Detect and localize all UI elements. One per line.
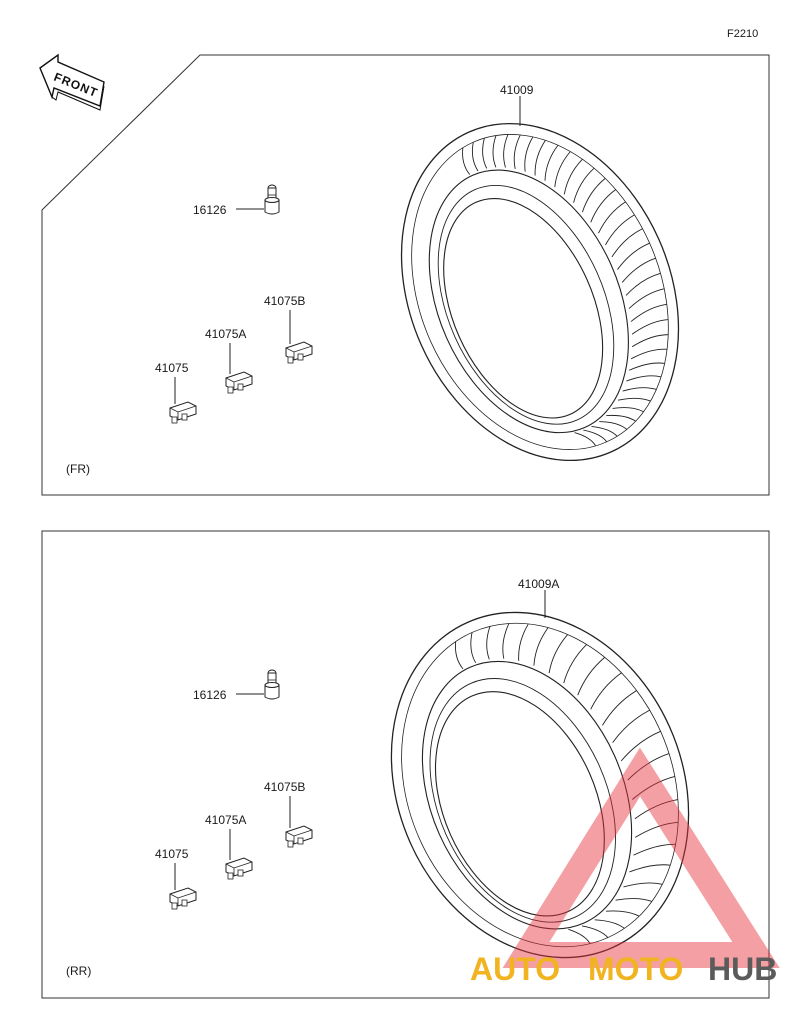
watermark-auto: AUTO — [470, 951, 560, 987]
panel-front: (FR) 41009 16126 41075B 41075A 41075 — [41, 54, 770, 496]
tread-groove — [583, 429, 608, 443]
tread-groove — [482, 137, 488, 169]
tread-groove — [605, 214, 635, 246]
front-weight — [169, 401, 197, 424]
tread-groove — [590, 189, 617, 223]
tread-groove — [492, 135, 497, 168]
front-valve — [264, 184, 280, 215]
section-label-rear: (RR) — [66, 964, 91, 978]
part-label-41075b: 41075B — [264, 294, 305, 308]
part-label-16126-rear: 16126 — [193, 688, 227, 702]
tread-groove — [454, 641, 464, 670]
part-label-41009: 41009 — [500, 83, 534, 97]
tread-groove — [617, 242, 650, 270]
rear-weight-b — [285, 825, 313, 848]
tread-groove — [568, 928, 591, 944]
part-label-41075: 41075 — [155, 361, 189, 375]
tread-groove — [598, 201, 626, 234]
tread-groove — [524, 136, 534, 172]
tread-groove — [544, 144, 559, 181]
tread-groove — [606, 414, 636, 422]
part-label-41075a: 41075A — [205, 327, 246, 341]
watermark-text: AUTO MOTO HUB — [470, 951, 777, 987]
front-arrow-icon: FRONT — [39, 53, 105, 111]
tread-groove — [591, 426, 618, 437]
rear-tire — [390, 611, 690, 959]
tread-groove — [629, 362, 665, 371]
tread-groove — [611, 228, 643, 258]
part-label-41009a: 41009A — [518, 577, 559, 591]
tread-groove — [605, 910, 640, 917]
rear-weight-a — [225, 857, 253, 880]
tread-groove — [590, 672, 622, 710]
tread-groove — [615, 898, 653, 902]
tread-groove — [630, 303, 667, 322]
watermark-triangle-icon — [502, 747, 780, 968]
panel-rear: (RR) 41009A 16126 41075B 41075A 41075 — [41, 530, 770, 999]
tread-groove — [503, 134, 509, 168]
tread-groove — [533, 627, 549, 666]
tread-groove — [626, 375, 662, 382]
tread-groove — [612, 709, 650, 743]
tread-groove — [502, 623, 510, 659]
tread-groove — [632, 775, 675, 800]
tread-groove — [620, 730, 661, 762]
part-label-16126: 16126 — [193, 203, 227, 217]
tread-groove — [574, 432, 596, 447]
tread-groove — [631, 334, 669, 348]
part-label-41075a-rear: 41075A — [205, 813, 246, 827]
part-label-41075-rear: 41075 — [155, 847, 189, 861]
watermark-logo — [502, 747, 780, 968]
rear-weight — [169, 887, 197, 910]
tread-groove — [628, 288, 665, 309]
tread-groove — [630, 348, 668, 360]
tread-groove — [471, 142, 479, 172]
tread-groove — [518, 623, 529, 661]
front-weight-b — [285, 341, 313, 364]
front-tire — [400, 122, 680, 462]
tread-groove — [563, 644, 587, 684]
tread-groove — [577, 657, 605, 696]
rear-valve — [264, 669, 280, 700]
tread-groove — [635, 821, 679, 838]
part-label-41075b-rear: 41075B — [264, 780, 305, 794]
tread-groove — [612, 407, 644, 413]
tread-groove — [581, 925, 609, 938]
front-weight-a — [225, 371, 253, 394]
tread-groove — [470, 632, 477, 664]
tread-groove — [634, 799, 679, 820]
tread-groove — [599, 421, 628, 430]
tread-groove — [594, 919, 625, 929]
tread-groove — [581, 178, 606, 213]
tread-groove — [513, 134, 521, 170]
tread-groove — [621, 257, 656, 283]
tread-groove — [554, 151, 571, 188]
tread-groove — [623, 882, 663, 888]
tread-groove — [627, 753, 670, 781]
tread-groove — [534, 140, 546, 176]
figure-code: F2210 — [727, 28, 758, 40]
tread-groove — [462, 147, 471, 175]
tread-groove — [602, 690, 637, 726]
tread-groove — [622, 387, 657, 392]
tread-groove — [486, 626, 491, 660]
tread-groove — [625, 272, 661, 296]
watermark-hub: HUB — [708, 951, 777, 987]
tread-groove — [617, 397, 651, 402]
section-label-front: (FR) — [66, 462, 90, 476]
tread-groove — [563, 158, 583, 195]
watermark-moto: MOTO — [588, 951, 683, 987]
tread-groove — [548, 634, 568, 674]
tread-groove — [633, 843, 676, 856]
tread-groove — [629, 864, 671, 873]
tread-groove — [631, 319, 669, 335]
tread-groove — [573, 167, 595, 203]
